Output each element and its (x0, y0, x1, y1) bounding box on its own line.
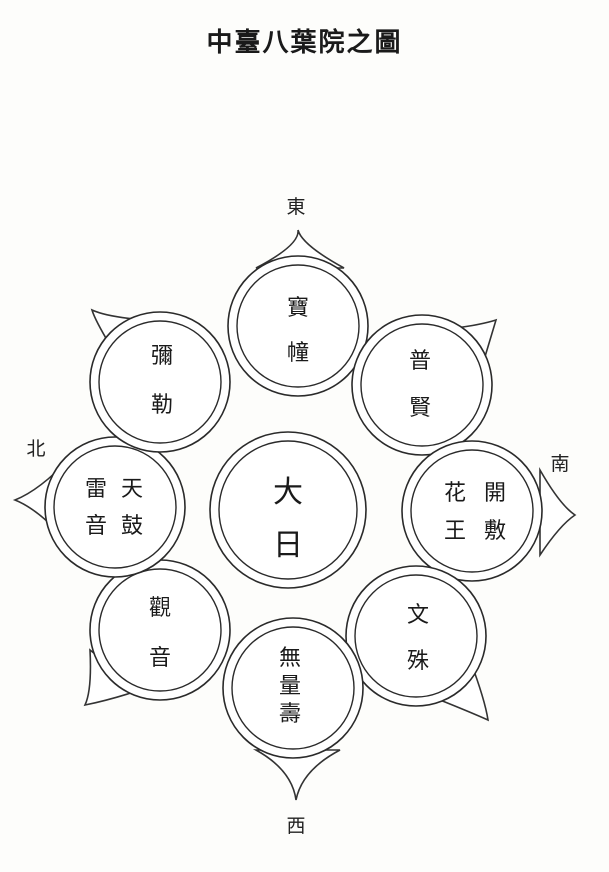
label-hodo-2: 幢 (287, 341, 309, 366)
label-monju-2: 殊 (407, 649, 429, 674)
petal-ring-muryoju (222, 617, 364, 759)
label-monju-1: 文 (407, 603, 429, 628)
direction-east: 東 (286, 196, 305, 218)
petal-inner-miroku (98, 320, 222, 444)
label-kaifuke-1: 開 (484, 481, 506, 506)
direction-north: 北 (26, 438, 45, 460)
label-miroku-2: 勒 (151, 393, 173, 418)
petal-inner-muryoju (231, 626, 355, 750)
label-kannon-1: 觀 (149, 596, 171, 621)
petal-ring-fugen (351, 314, 493, 456)
petal-tip-south (539, 466, 577, 558)
petal-ring-kaifuke (401, 440, 543, 582)
page-title: 中臺八葉院之圖 (206, 28, 403, 58)
label-muryoju-3: 壽 (279, 702, 301, 727)
petal-ring-tenku (44, 436, 186, 578)
direction-west: 西 (286, 815, 305, 837)
label-kaifuke-2: 敷 (484, 519, 506, 544)
label-kaifuke-3: 花 (444, 481, 466, 506)
petal-ring-miroku (89, 311, 231, 453)
petal-inner-tenku (53, 445, 177, 569)
center-ring (209, 431, 367, 589)
petal-circles (44, 255, 543, 759)
label-muryoju-1: 無 (279, 646, 301, 671)
label-tenku-2: 鼓 (121, 514, 143, 539)
petal-ring-monju (345, 565, 487, 707)
petal-labels: 寶 幢 普 賢 開 敷 花 王 文 殊 無 量 壽 觀 音 天 鼓 雷 音 (85, 296, 506, 727)
label-kannon-2: 音 (149, 646, 171, 671)
petal-tip-west (252, 749, 341, 801)
label-tenku-1: 天 (121, 477, 143, 502)
direction-labels: 東 南 西 北 (26, 196, 569, 837)
center-hall: 大 日 (209, 431, 367, 589)
petal-inner-kannon (98, 568, 222, 692)
label-miroku-1: 彌 (151, 344, 173, 369)
petal-inner-hodo (236, 264, 360, 388)
label-hodo-1: 寶 (287, 296, 309, 321)
petal-ring-hodo (227, 255, 369, 397)
label-fugen-2: 賢 (409, 396, 431, 421)
center-inner-ring (218, 440, 358, 580)
label-muryoju-2: 量 (279, 674, 301, 699)
label-tenku-3: 雷 (85, 477, 107, 502)
petal-inner-fugen (360, 323, 484, 447)
center-label-line-1: 大 (273, 475, 303, 510)
label-fugen-1: 普 (409, 349, 431, 374)
petal-ring-kannon (89, 559, 231, 701)
center-label-line-2: 日 (273, 528, 303, 563)
label-tenku-4: 音 (85, 514, 107, 539)
petal-tip-southwest (438, 658, 490, 722)
label-kaifuke-4: 王 (444, 519, 466, 544)
petal-inner-kaifuke (410, 449, 534, 573)
direction-south: 南 (550, 453, 569, 475)
petal-inner-monju (354, 574, 478, 698)
